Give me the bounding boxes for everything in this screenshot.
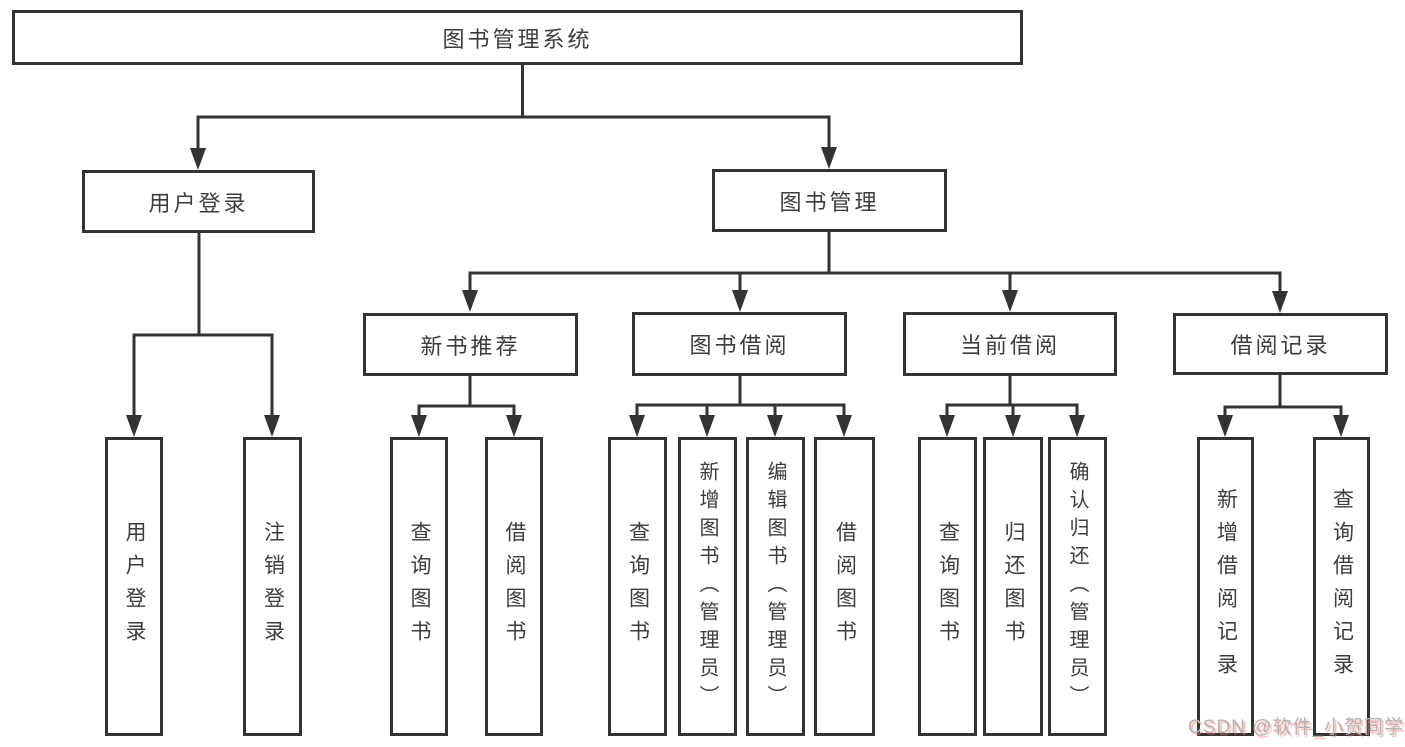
connector-borrow-records: [1223, 373, 1343, 417]
leaf-user-login: 用户登录: [105, 437, 163, 736]
leaf-query-borrow-record: 查询借阅记录: [1313, 437, 1370, 736]
node-new-book-recommend: 新书推荐: [363, 313, 578, 376]
leaf-return-book: 归还图书: [983, 437, 1043, 736]
node-borrow-records: 借阅记录: [1173, 313, 1388, 375]
node-book-management: 图书管理: [712, 169, 947, 232]
leaf-confirm-return-admin: 确认归还（管理员）: [1048, 437, 1107, 736]
connector-book-borrow: [635, 376, 846, 417]
connector-user-login: [132, 233, 274, 417]
node-root: 图书管理系统: [12, 10, 1023, 65]
leaf-query-books-current: 查询图书: [918, 437, 977, 736]
leaf-edit-book-admin: 编辑图书（管理员）: [746, 437, 805, 736]
connector-new-book-recommend: [417, 376, 516, 417]
node-user-login: 用户登录: [82, 170, 315, 233]
connector-current-borrow: [945, 376, 1079, 417]
node-current-borrow: 当前借阅: [903, 312, 1117, 376]
leaf-borrow-books: 借阅图书: [814, 437, 875, 736]
leaf-query-books-borrow: 查询图书: [608, 437, 667, 736]
connector-book-management: [468, 232, 1282, 292]
leaf-query-books-recommend: 查询图书: [390, 437, 448, 736]
leaf-add-borrow-record: 新增借阅记录: [1197, 437, 1254, 736]
connector-root: [196, 65, 831, 150]
leaf-add-book-admin: 新增图书（管理员）: [678, 437, 737, 736]
leaf-logout: 注销登录: [243, 437, 302, 736]
leaf-borrow-books-recommend: 借阅图书: [485, 437, 543, 736]
node-book-borrow: 图书借阅: [632, 312, 847, 376]
